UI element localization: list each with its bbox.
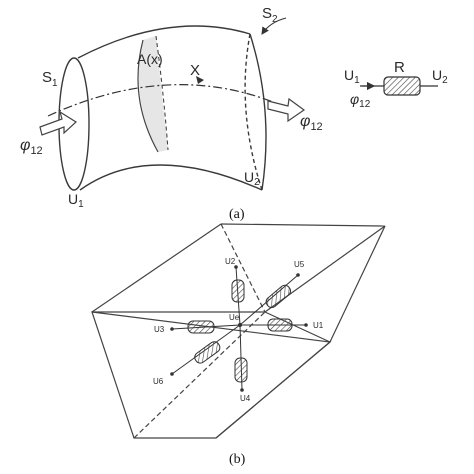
branch-u3-resistor — [187, 320, 215, 334]
potential-u2-label: U2 — [244, 169, 260, 188]
resistor-label: R — [394, 59, 405, 76]
branch-u3: U3 — [154, 320, 241, 334]
center-node-label: Ue — [229, 313, 240, 322]
node-u2 — [234, 265, 238, 269]
prism-box — [91, 223, 386, 439]
caption-a: (a) — [229, 207, 245, 222]
node-u4-label: U4 — [240, 394, 251, 403]
node-u6 — [170, 372, 174, 376]
resistor-flux-label: φ12 — [350, 91, 371, 110]
s2-pointer — [261, 17, 287, 35]
prism-edge-mid-right — [264, 311, 331, 343]
x-axis-arrowhead — [196, 76, 204, 84]
prism-hidden-edge-vertical — [220, 223, 266, 313]
prism-edge-top — [220, 223, 386, 227]
s1-label: S1 — [42, 69, 58, 89]
potential-u1-label: U1 — [68, 191, 84, 210]
resistor-body — [383, 76, 421, 96]
cross-section-line-right — [155, 35, 169, 151]
prism-edge-top-right — [329, 225, 386, 343]
node-u1 — [304, 323, 308, 327]
node-u2-label: U2 — [225, 257, 236, 266]
node-u3-label: U3 — [154, 325, 165, 334]
branch-u5: U5 — [239, 260, 305, 326]
tube-bottom-edge — [79, 164, 263, 191]
prism-hidden-edge-diagonal — [133, 311, 266, 439]
node-u1-label: U1 — [313, 321, 324, 330]
cross-section-area — [138, 36, 168, 152]
panel-a: S2 S1 A(x) X φ12 φ12 U1 U2 R U1 U2 φ12 (… — [20, 5, 448, 222]
outlet-surface-s2-front — [249, 33, 267, 191]
tube-top-edge — [77, 25, 251, 59]
resistor-u1-label: U1 — [344, 67, 360, 86]
cross-section-label: A(x) — [137, 51, 163, 67]
branch-u2: U2 — [225, 257, 245, 326]
inflow-arrow — [39, 110, 77, 136]
branch-u5-resistor — [265, 284, 292, 309]
outflow-arrow — [267, 97, 306, 123]
node-u6-label: U6 — [153, 377, 164, 386]
branch-u4-resistor — [234, 357, 248, 383]
branch-u6-resistor — [194, 341, 221, 364]
flux-out-label: φ12 — [300, 113, 323, 133]
branch-u2-resistor — [231, 279, 245, 303]
branch-u6: U6 — [153, 324, 241, 386]
s2-label: S2 — [262, 5, 278, 25]
resistor-symbol: R U1 U2 φ12 — [344, 59, 448, 110]
node-u3 — [170, 327, 174, 331]
branch-u1: U1 — [240, 318, 324, 332]
cross-section-line-left — [137, 39, 159, 153]
axis-x-label: X — [190, 62, 200, 79]
branch-u4: U4 — [234, 324, 251, 403]
resistor-u2-label: U2 — [432, 67, 448, 86]
panel-b: Ue U1 U2 U3 U4 — [91, 223, 386, 467]
outlet-surface-s2-back — [244, 33, 263, 191]
node-u5-label: U5 — [294, 260, 305, 269]
x-axis-curve — [47, 84, 279, 117]
prism-edge-top-left — [91, 223, 222, 313]
prism-edge-right-bottom — [215, 341, 331, 439]
flux-in-label: φ12 — [20, 137, 43, 157]
node-u5 — [296, 273, 300, 277]
branch-u1-resistor — [267, 318, 293, 332]
node-u4 — [240, 388, 244, 392]
caption-b: (b) — [229, 452, 246, 467]
